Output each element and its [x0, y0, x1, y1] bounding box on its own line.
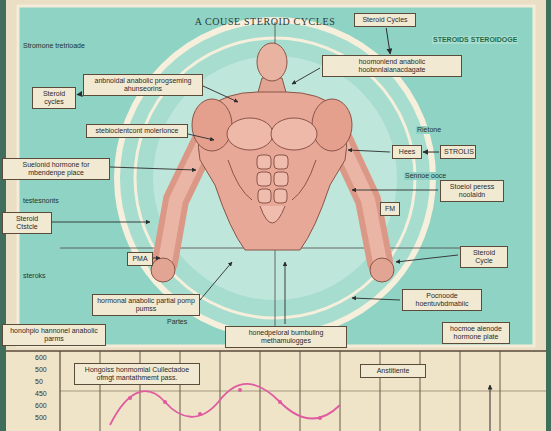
box-text: hormonal anabolic partial pomp pumss [96, 297, 196, 313]
box-text: Stoeiol peress noolaidn [444, 183, 500, 199]
label-box: STROLIS [440, 145, 476, 159]
leader-lines [52, 68, 458, 324]
label-box: Anstitiente [360, 364, 426, 378]
label-box: honohpio hannonel anabolic parms [2, 324, 106, 346]
box-text: Suelonid hormone for mbendenpe place [6, 161, 106, 177]
label-box: honedpeloral bumbuling methamulogges [225, 326, 347, 348]
label-box: anbnoidal anabolic progseming ahunseorin… [83, 74, 203, 96]
box-text: Steroid Cycle [464, 249, 504, 265]
label-box: Steroid Cycles [354, 13, 416, 27]
label-box: FM [380, 202, 400, 216]
box-text: PMA [131, 255, 149, 263]
box-text: STROLIS [444, 148, 472, 156]
label-box: Pocnoode hoentuvbdmabiic [402, 289, 482, 311]
label-box: Steroid cycles [32, 87, 76, 109]
box-text: honedpeloral bumbuling methamulogges [229, 329, 343, 345]
note-label: Sennoe ooce [404, 172, 447, 180]
label-box: Steroid Ctstcle [2, 212, 52, 234]
note-label: Stromone tretrioade [22, 42, 86, 50]
box-text: hoomonlend anabolic hoobnnlaianacdagate [326, 58, 458, 74]
connector [77, 93, 82, 95]
box-text: Hongoiss honmomial Cullectadoe ofmgt man… [78, 366, 196, 382]
note-label: testesnonts [22, 197, 60, 205]
box-text: Pocnoode hoentuvbdmabiic [406, 292, 478, 308]
label-box: hoomonlend anabolic hoobnnlaianacdagate [322, 55, 462, 77]
box-text: Steroid Ctstcle [6, 215, 48, 231]
chart-area [6, 350, 546, 431]
box-text: anbnoidal anabolic progseming ahunseorin… [87, 77, 199, 93]
label-box: Steroid Cycle [460, 246, 508, 268]
axis-value: 450 [34, 390, 48, 398]
axis-value: 500 [34, 414, 48, 422]
connector [386, 28, 390, 54]
title: A COUSE STEROID CYCLES [160, 16, 370, 27]
label-box: Stoeiol peress noolaidn [440, 180, 504, 202]
box-text: Steroid cycles [36, 90, 72, 106]
label-box: Hees [392, 145, 422, 159]
axis-value: 600 [34, 354, 48, 362]
axis-value: 50 [34, 378, 44, 386]
note-label: Rietone [416, 126, 442, 134]
connector [423, 152, 439, 153]
paper [6, 0, 546, 431]
note-label: Partes [166, 318, 188, 326]
box-text: Steroid Cycles [358, 16, 412, 24]
label-box: stebioclentcont molerlonce [86, 124, 188, 138]
label-box: hormonal anabolic partial pomp pumss [92, 294, 200, 316]
box-text: hocmoe alenode hormone plate [446, 325, 506, 341]
box-text: FM [384, 205, 396, 213]
label-box: PMA [127, 252, 153, 266]
axis-value: 600 [34, 402, 48, 410]
box-text: stebioclentcont molerlonce [90, 127, 184, 135]
box-text: Hees [396, 148, 418, 156]
box-text: honohpio hannonel anabolic parms [6, 327, 102, 343]
label-box: Suelonid hormone for mbendenpe place [2, 158, 110, 180]
note-label: steroks [22, 272, 47, 280]
axis-value: 500 [34, 366, 48, 374]
note-label: STEROIDS STEROIDOGE [432, 36, 518, 44]
label-box: Hongoiss honmomial Cullectadoe ofmgt man… [74, 363, 200, 385]
label-box: hocmoe alenode hormone plate [442, 322, 510, 344]
box-text: Anstitiente [364, 367, 422, 375]
